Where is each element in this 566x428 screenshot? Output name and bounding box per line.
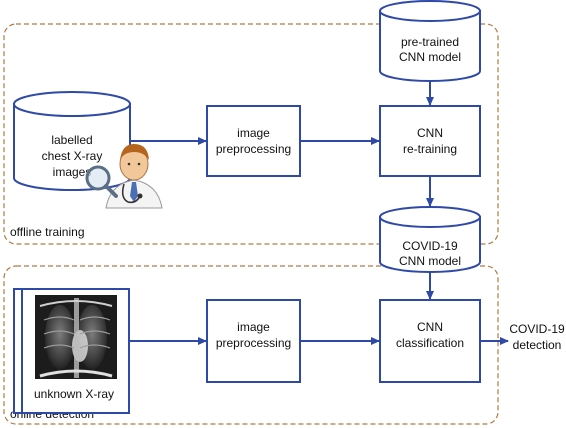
labelled-images-line2: chest X-ray (42, 149, 103, 163)
preproc-offline-box: image preprocessing (206, 105, 301, 177)
preproc-online-line2: preprocessing (216, 336, 291, 350)
cnn-retraining-line2: re-training (403, 142, 457, 156)
cnn-retraining-line1: CNN (417, 126, 443, 140)
output-line1: COVID-19 (509, 322, 565, 336)
cnn-classification-line2: classification (396, 336, 464, 350)
preproc-online-line1: image (237, 320, 270, 334)
unknown-xray-label: unknown X-ray (34, 387, 114, 401)
pretrained-model-line2: CNN model (399, 50, 461, 64)
pretrained-model-line1: pre-trained (401, 35, 459, 49)
online-detection-region (3, 265, 499, 425)
chest-xray-image (35, 295, 117, 379)
output-line2: detection (513, 338, 562, 352)
pretrained-model-cylinder: pre-trained CNN model (379, 0, 481, 82)
cnn-retraining-box: CNN re-training (379, 105, 481, 177)
labelled-images-line3: images (53, 165, 92, 179)
cnn-classification-line1: CNN (417, 320, 443, 334)
unknown-xray-card: unknown X-ray (13, 288, 130, 414)
labelled-images-cylinder: labelled chest X-ray images (13, 91, 131, 191)
covid-model-line1: COVID-19 (402, 239, 458, 253)
preproc-online-box: image preprocessing (206, 299, 301, 383)
offline-training-region (3, 23, 499, 245)
preproc-offline-line1: image (237, 126, 270, 140)
covid-model-cylinder: COVID-19 CNN model (379, 206, 481, 273)
cnn-classification-box: CNN classification (379, 299, 481, 383)
labelled-images-line1: labelled (51, 133, 92, 147)
covid-model-line2: CNN model (399, 254, 461, 268)
covid-detection-output: COVID-19 detection (509, 322, 565, 352)
offline-training-label: offline training (10, 225, 85, 239)
doctor-with-magnifier-icon (85, 144, 163, 209)
preproc-offline-line2: preprocessing (216, 142, 291, 156)
